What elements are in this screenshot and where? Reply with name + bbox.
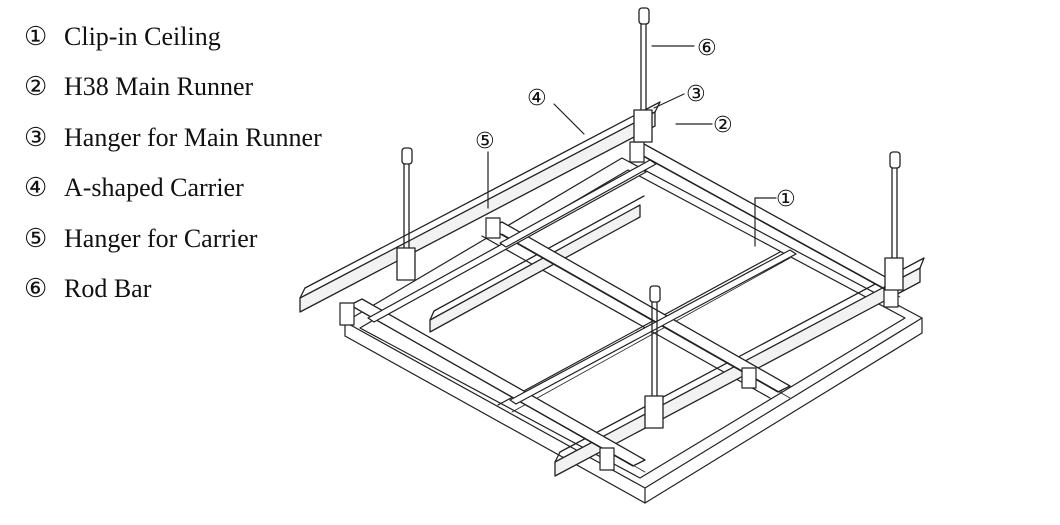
legend-label: Rod Bar <box>64 273 152 303</box>
legend-number: ③ <box>24 122 48 152</box>
legend-item-main-runner-hanger: ③ Hanger for Main Runner <box>24 123 322 173</box>
callout-clip-in-ceiling: ① <box>776 187 796 212</box>
legend-label: Clip-in Ceiling <box>64 22 221 51</box>
legend-item-clip-in-ceiling: ① Clip-in Ceiling <box>24 22 322 72</box>
legend-number: ⑤ <box>24 223 48 253</box>
callout-a-shaped-carrier: ④ <box>527 86 547 111</box>
callout-carrier-hanger: ⑤ <box>475 129 495 154</box>
legend-item-carrier-hanger: ⑤ Hanger for Carrier <box>24 224 322 274</box>
rod-bars <box>396 7 904 429</box>
main-runners <box>299 101 925 477</box>
clip-in-ceiling-panels <box>344 157 923 504</box>
rod-bar-front <box>644 285 664 429</box>
rod-bar-right <box>884 151 904 291</box>
callout-main-runner-hanger: ③ <box>686 82 706 107</box>
callout-leaders <box>487 45 777 247</box>
legend: ① Clip-in Ceiling ② H38 Main Runner ③ Ha… <box>24 22 322 324</box>
legend-label: Hanger for Carrier <box>64 223 258 253</box>
legend-label: H38 Main Runner <box>64 72 254 102</box>
legend-label: Hanger for Main Runner <box>64 122 322 152</box>
rod-bar-left <box>396 147 416 281</box>
carrier-hangers <box>339 141 899 471</box>
legend-number: ② <box>24 72 48 102</box>
legend-label: A-shaped Carrier <box>64 173 244 203</box>
legend-item-main-runner: ② H38 Main Runner <box>24 72 322 122</box>
legend-number: ① <box>24 22 48 51</box>
legend-item-a-shaped-carrier: ④ A-shaped Carrier <box>24 173 322 223</box>
callout-rod-bar: ⑥ <box>697 36 717 61</box>
rod-bar-rear <box>633 7 653 143</box>
callout-main-runner: ② <box>713 113 733 138</box>
legend-item-rod-bar: ⑥ Rod Bar <box>24 274 322 324</box>
cross-members <box>367 159 797 405</box>
legend-number: ④ <box>24 173 48 203</box>
legend-number: ⑥ <box>24 273 48 303</box>
